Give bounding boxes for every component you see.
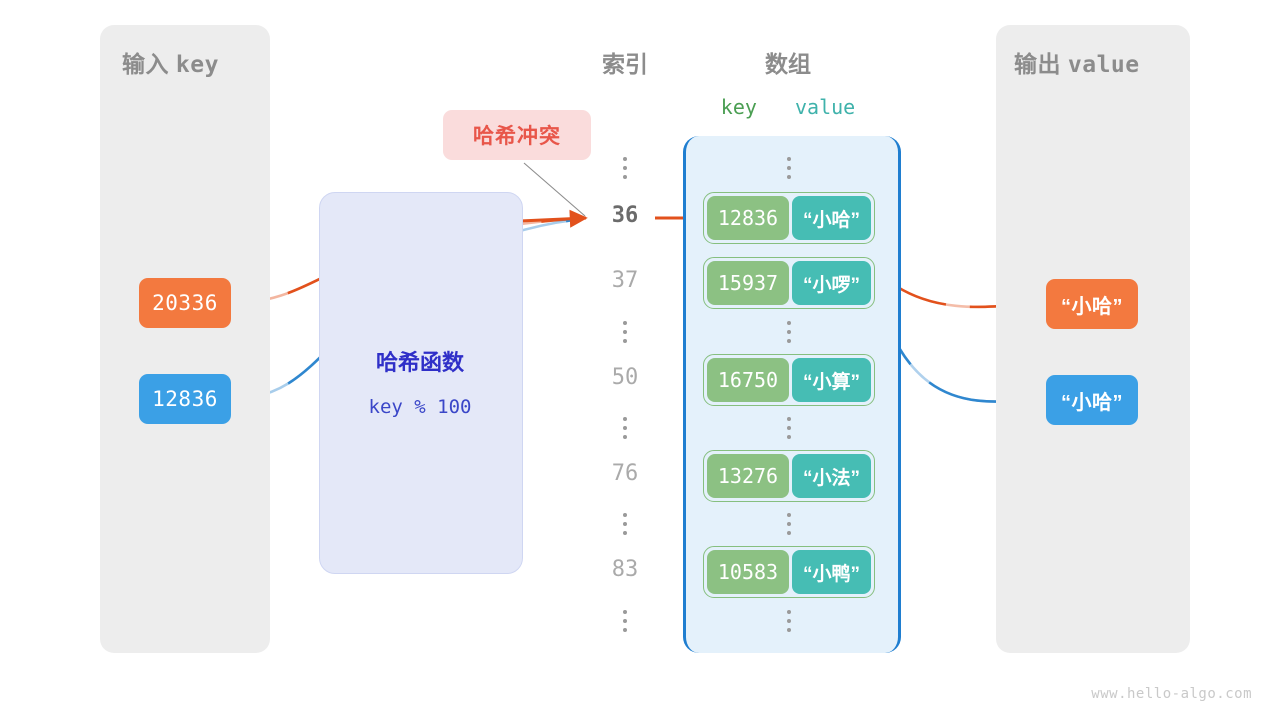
bucket-value: “小法”	[792, 454, 871, 498]
index-label-76: 76	[611, 461, 639, 486]
input-panel-title-cn: 输入	[122, 51, 169, 77]
array-bucket[interactable]: 10583“小鸭”	[703, 546, 875, 598]
index-ellipsis	[615, 321, 635, 343]
bucket-value: “小啰”	[792, 261, 871, 305]
array-ellipsis	[779, 417, 799, 439]
array-ellipsis	[779, 157, 799, 179]
bucket-key: 10583	[707, 550, 789, 594]
array-ellipsis	[779, 513, 799, 535]
array-ellipsis	[779, 610, 799, 632]
bucket-value: “小算”	[792, 358, 871, 402]
array-bucket[interactable]: 12836“小哈”	[703, 192, 875, 244]
output-panel-title-cn: 输出	[1014, 51, 1061, 77]
array-bucket[interactable]: 16750“小算”	[703, 354, 875, 406]
input-panel-title-mono: key	[175, 52, 219, 78]
watermark: www.hello-algo.com	[1091, 686, 1252, 702]
bucket-value: “小哈”	[792, 196, 871, 240]
collision-badge: 哈希冲突	[443, 110, 591, 160]
array-ellipsis	[779, 321, 799, 343]
array-header-value: value	[795, 95, 856, 119]
bucket-key: 12836	[707, 196, 789, 240]
array-header-key: key	[720, 95, 757, 119]
bucket-value: “小鸭”	[792, 550, 871, 594]
output-panel	[996, 25, 1190, 653]
hash-function-box	[319, 192, 523, 574]
array-kv-header: key value	[718, 95, 858, 119]
bucket-key: 15937	[707, 261, 789, 305]
array-bucket[interactable]: 13276“小法”	[703, 450, 875, 502]
index-label-36: 36	[611, 203, 639, 228]
index-ellipsis	[615, 513, 635, 535]
bucket-key: 16750	[707, 358, 789, 402]
bucket-key: 13276	[707, 454, 789, 498]
array-bucket[interactable]: 15937“小啰”	[703, 257, 875, 309]
input-panel	[100, 25, 270, 653]
hash-function-title: 哈希函数	[375, 350, 464, 375]
output-panel-title-mono: value	[1067, 52, 1140, 78]
output-value-chip-1[interactable]: “小哈”	[1046, 375, 1138, 425]
index-ellipsis	[615, 417, 635, 439]
output-value-chip-0[interactable]: “小哈”	[1046, 279, 1138, 329]
index-label-37: 37	[611, 268, 639, 293]
output-panel-title: 输出 value	[1014, 45, 1140, 79]
hash-function-formula: key % 100	[368, 396, 472, 418]
index-column-title: 索引	[602, 51, 648, 77]
input-key-chip-1[interactable]: 12836	[139, 374, 231, 424]
index-ellipsis	[615, 157, 635, 179]
index-ellipsis	[615, 610, 635, 632]
index-label-83: 83	[611, 557, 639, 582]
array-column-title: 数组	[765, 51, 811, 77]
input-panel-title: 输入 key	[122, 45, 219, 79]
input-key-chip-0[interactable]: 20336	[139, 278, 231, 328]
index-label-50: 50	[611, 365, 639, 390]
